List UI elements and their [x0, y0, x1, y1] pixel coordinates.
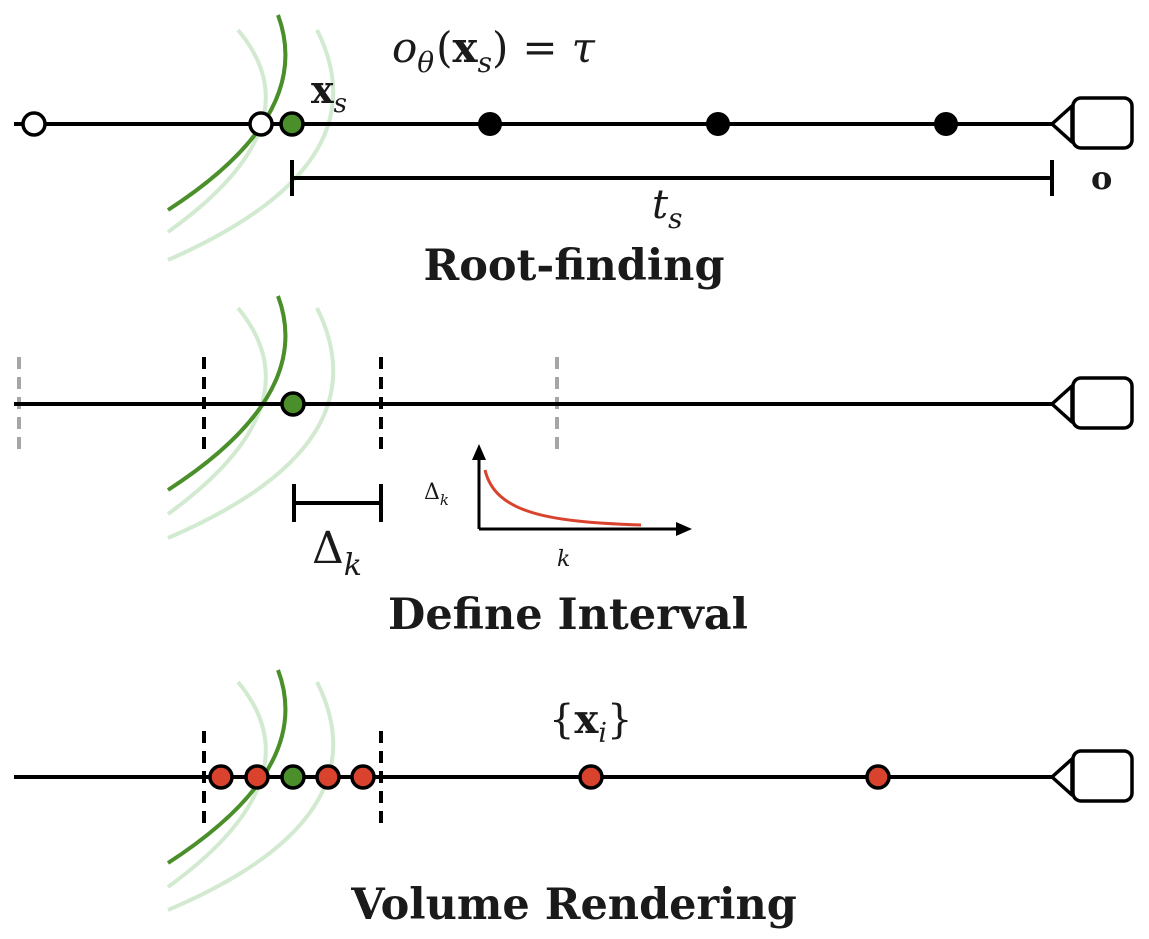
faint-contour-outer: [167, 681, 336, 912]
render-sample-point: [865, 764, 891, 790]
distance-label: ts: [652, 182, 682, 235]
surface-point-label: xs: [311, 67, 347, 119]
faint-contour-outer: [167, 307, 336, 540]
sample-set-label: {xi}: [549, 696, 632, 749]
panel-define-interval: Δk Δk k Define Interval: [14, 295, 1134, 640]
distance-bracket: [290, 160, 1054, 196]
inset-y-arrowhead: [472, 444, 486, 460]
panel-title-volume-rendering: Volume Rendering: [350, 880, 797, 930]
panel-title-root-finding: Root-finding: [423, 241, 724, 291]
filled-sample-point: [478, 112, 502, 136]
panel-root-finding: oθ(xs)=τ xs ts o Root-finding: [14, 14, 1134, 291]
origin-label: o: [1091, 159, 1112, 197]
surface-point: [280, 391, 306, 417]
empty-sample-point: [21, 111, 47, 137]
inset-x-arrowhead: [676, 522, 692, 536]
render-sample-point: [208, 764, 234, 790]
filled-sample-point: [934, 112, 958, 136]
surface-contour: [166, 14, 288, 212]
surface-point: [280, 764, 306, 790]
render-sample-point: [315, 764, 341, 790]
faint-contour-outer: [167, 29, 336, 262]
interval-width-label: Δk: [312, 523, 362, 583]
camera-icon: [1050, 376, 1134, 430]
surface-point: [279, 111, 305, 137]
render-sample-point: [578, 764, 604, 790]
camera-icon: [1050, 96, 1134, 150]
root-equation: oθ(xs)=τ: [392, 23, 596, 79]
camera-icon: [1050, 749, 1134, 803]
inset-y-label: Δk: [424, 480, 449, 509]
filled-sample-point: [706, 112, 730, 136]
inset-decay-curve: [483, 469, 642, 527]
render-sample-point: [244, 764, 270, 790]
interval-width-bracket: [292, 484, 383, 522]
surface-contour: [166, 295, 288, 492]
render-sample-point: [350, 764, 376, 790]
panel-title-define-interval: Define Interval: [388, 590, 748, 640]
empty-sample-point: [248, 111, 274, 137]
panel-volume-rendering: {xi} Volume Rendering: [14, 669, 1134, 930]
faint-contour-inner: [166, 306, 268, 516]
interval-decay-inset: Δk k: [424, 444, 692, 572]
surface-contour: [166, 669, 288, 865]
inset-x-label: k: [557, 547, 570, 572]
